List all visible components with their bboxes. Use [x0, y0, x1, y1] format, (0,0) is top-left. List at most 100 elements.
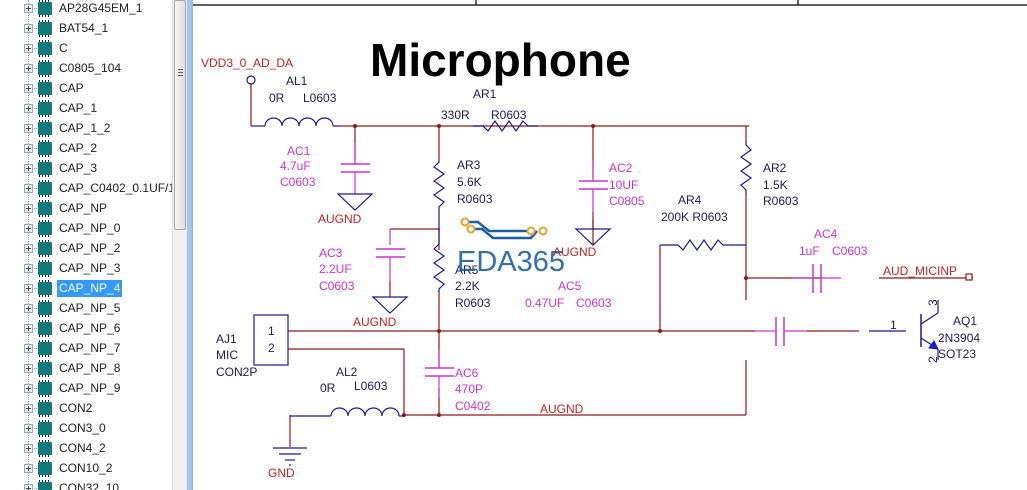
tree-item[interactable]: CON3_0	[0, 419, 172, 439]
tree-connector	[29, 448, 37, 449]
component-chip-icon	[38, 0, 52, 17]
tree-item[interactable]: CON2	[0, 399, 172, 419]
net-label-augnd: AUGND	[553, 245, 597, 259]
expand-plus-icon[interactable]	[24, 364, 33, 373]
component-chip-icon	[38, 80, 52, 97]
resistor-ar1[interactable]: AR1 330R R0603	[441, 87, 538, 133]
expand-plus-icon[interactable]	[24, 244, 33, 253]
component-chip-icon	[38, 100, 52, 117]
expand-plus-icon[interactable]	[24, 464, 33, 473]
capacitor-ac6[interactable]: AC6 470P C0402	[425, 350, 491, 413]
tree-item[interactable]: CAP_2	[0, 139, 172, 159]
expand-plus-icon[interactable]	[24, 324, 33, 333]
tree-item[interactable]: CON10_2	[0, 459, 172, 479]
tree-item[interactable]: CAP_1_2	[0, 119, 172, 139]
transistor-aq1[interactable]: 1 3 2 AQ1 2N3904 SOT23	[853, 299, 980, 363]
connector-aj1[interactable]: 1 2 AJ1 MIC CON2P	[216, 314, 289, 379]
capacitor-ac2[interactable]: AC2 10UF C0805 AUGND	[553, 160, 645, 259]
expand-plus-icon[interactable]	[24, 224, 33, 233]
tree-item[interactable]: BAT54_1	[0, 19, 172, 39]
tree-item[interactable]: CAP_NP_4	[0, 279, 172, 299]
expand-plus-icon[interactable]	[24, 484, 33, 490]
tree-connector	[29, 88, 37, 89]
expand-plus-icon[interactable]	[24, 124, 33, 133]
tree-item[interactable]: CAP_C0402_0.1UF/1	[0, 179, 172, 199]
expand-plus-icon[interactable]	[24, 24, 33, 33]
capacitor-ac5[interactable]: AC5 0.47UF C0603	[525, 279, 807, 346]
expand-plus-icon[interactable]	[24, 64, 33, 73]
tree-item[interactable]: CAP_NP_5	[0, 299, 172, 319]
value-al2: 0R	[320, 381, 336, 395]
tree-item-label: CAP_NP_3	[59, 261, 121, 275]
tree-item[interactable]: C0805_104	[0, 59, 172, 79]
tree-item[interactable]: CAP	[0, 79, 172, 99]
expand-plus-icon[interactable]	[24, 204, 33, 213]
tree-item[interactable]: CAP_3	[0, 159, 172, 179]
tree-item[interactable]: CAP_NP_8	[0, 359, 172, 379]
tree-item[interactable]: CAP_NP_2	[0, 239, 172, 259]
inductor-al2[interactable]: AL2 0R L0603	[290, 365, 404, 417]
capacitor-ac1[interactable]: AC1 4.7uF C0603	[280, 143, 370, 194]
pin-c-aq1: 3	[926, 299, 940, 306]
expand-plus-icon[interactable]	[24, 184, 33, 193]
expand-plus-icon[interactable]	[24, 304, 33, 313]
tree-item-label: CAP_NP_8	[59, 361, 121, 375]
resistor-ar2[interactable]: AR2 1.5K R0603	[739, 140, 799, 208]
component-chip-icon	[38, 360, 52, 377]
expand-plus-icon[interactable]	[24, 104, 33, 113]
component-chip-icon	[38, 40, 52, 57]
vdd-power-port[interactable]: VDD3_0_AD_DA	[201, 56, 293, 127]
tree-item[interactable]: CAP_NP_3	[0, 259, 172, 279]
expand-plus-icon[interactable]	[24, 284, 33, 293]
expand-plus-icon[interactable]	[24, 444, 33, 453]
resistor-ar4[interactable]: AR4 200K R0603	[660, 193, 746, 252]
tree-item[interactable]: CAP_NP_0	[0, 219, 172, 239]
expand-plus-icon[interactable]	[24, 4, 33, 13]
output-port-aud-micinp[interactable]: AUD_MICINP	[883, 264, 973, 281]
tree-item-label: CAP_1	[59, 101, 98, 115]
tree-item-label: CAP_NP_9	[59, 381, 121, 395]
ref-ar1: AR1	[473, 87, 497, 101]
tree-item-label: CAP_NP_5	[59, 301, 121, 315]
expand-plus-icon[interactable]	[24, 384, 33, 393]
inductor-al1[interactable]: AL1 0R L0603	[264, 74, 339, 127]
expand-plus-icon[interactable]	[24, 404, 33, 413]
tree-item[interactable]: CON32_10	[0, 479, 172, 490]
tree-item[interactable]: CAP_1	[0, 99, 172, 119]
tree-item-label: CAP_NP_0	[59, 221, 121, 235]
tree-item[interactable]: CAP_NP_7	[0, 339, 172, 359]
schematic-canvas[interactable]: Microphone VDD3_0_AD_DA	[193, 0, 1027, 490]
expand-plus-icon[interactable]	[24, 144, 33, 153]
tree-item[interactable]: AP28G45EM_1	[0, 0, 172, 19]
component-chip-icon	[38, 400, 52, 417]
tree-item[interactable]: CON4_2	[0, 439, 172, 459]
resistor-ar5[interactable]: AR5 2.2K R0603	[432, 229, 491, 310]
ref-aj1: AJ1	[216, 332, 237, 346]
tree-item[interactable]: CAP_NP_9	[0, 379, 172, 399]
ref-ar2: AR2	[763, 161, 787, 175]
pane-splitter[interactable]	[187, 0, 193, 490]
tree-item[interactable]: C	[0, 39, 172, 59]
tree-connector	[29, 128, 37, 129]
expand-plus-icon[interactable]	[24, 344, 33, 353]
expand-plus-icon[interactable]	[24, 84, 33, 93]
tree-connector	[29, 368, 37, 369]
capacitor-ac4[interactable]: AC4 1uF C0603	[793, 227, 868, 293]
tree-item[interactable]: CAP_NP	[0, 199, 172, 219]
value-ac4: 1uF	[799, 244, 820, 258]
scrollbar-thumb[interactable]	[174, 0, 186, 230]
sidebar-scrollbar[interactable]	[172, 0, 187, 490]
capacitor-ac3[interactable]: AC3 2.2UF C0603 AUGND	[319, 229, 409, 329]
ref-ac6: AC6	[455, 366, 479, 380]
resistor-ar3[interactable]: AR3 5.6K R0603	[432, 158, 493, 229]
tree-connector	[29, 208, 37, 209]
value-ar1: 330R	[441, 108, 470, 122]
expand-plus-icon[interactable]	[24, 44, 33, 53]
footprint-ar5: R0603	[455, 296, 491, 310]
tree-item[interactable]: CAP_NP_6	[0, 319, 172, 339]
expand-plus-icon[interactable]	[24, 164, 33, 173]
expand-plus-icon[interactable]	[24, 424, 33, 433]
footprint-al1: L0603	[303, 91, 337, 105]
expand-plus-icon[interactable]	[24, 264, 33, 273]
component-chip-icon	[38, 440, 52, 457]
